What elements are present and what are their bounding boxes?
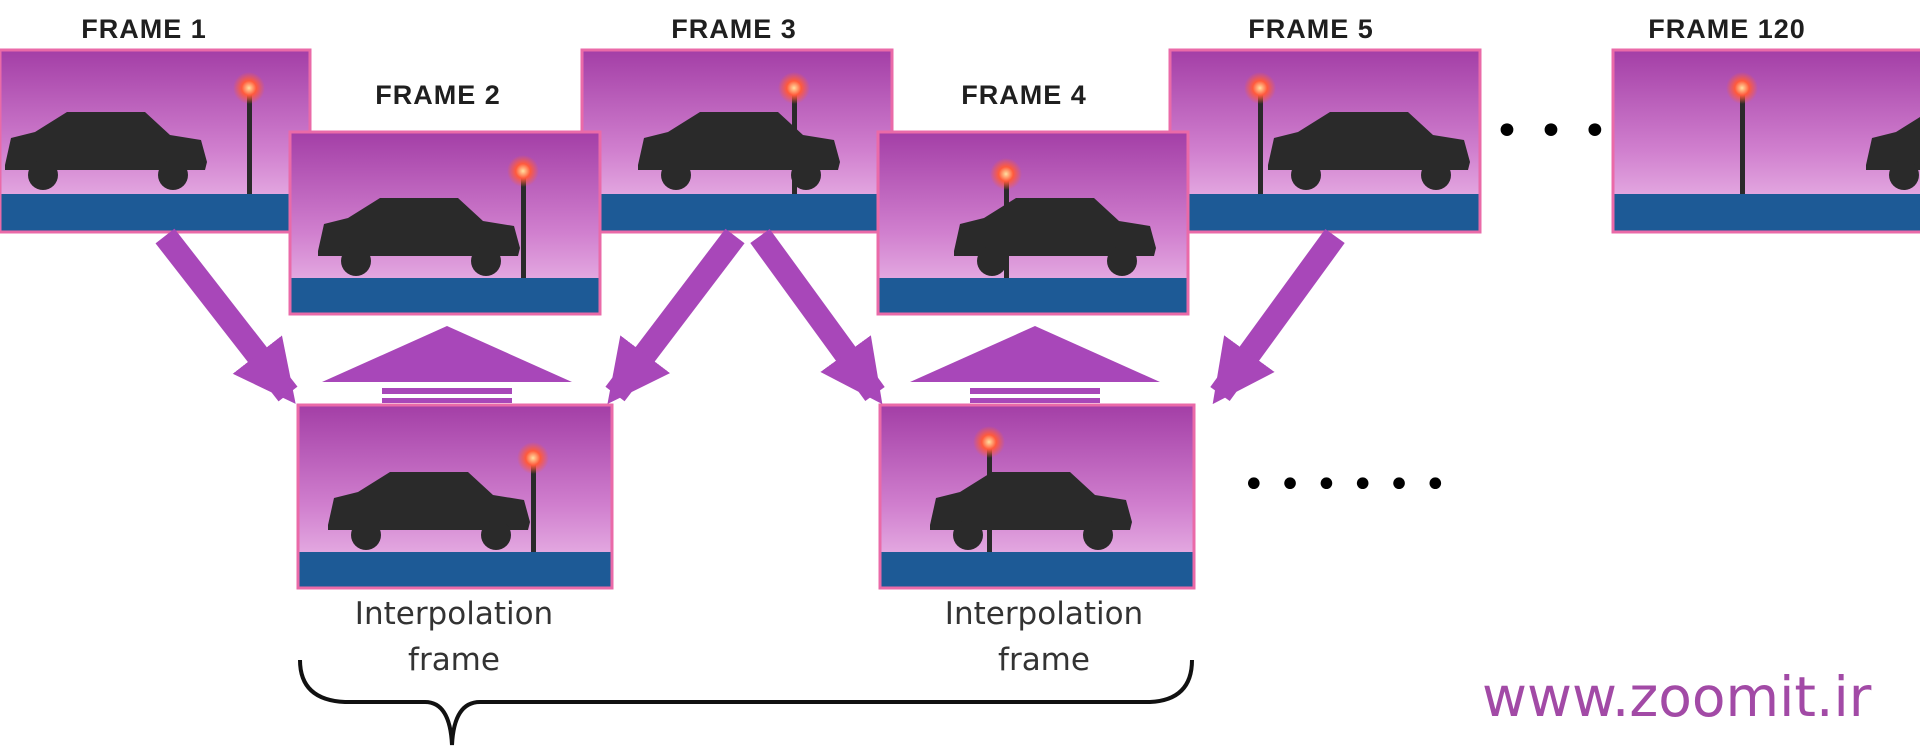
ellipsis-top: • • • (1494, 106, 1610, 157)
arrow-frame5-to-interp2 (1210, 228, 1345, 405)
up-arrow-interp1-to-frame2 (322, 326, 572, 403)
arrows (155, 228, 1345, 405)
interpolation-caption-line1: Interpolation (354, 596, 554, 632)
street-lamp (517, 442, 549, 552)
car-silhouette (954, 198, 1156, 276)
car-silhouette (638, 112, 840, 190)
street-lamp (233, 72, 265, 194)
frame-1-label: FRAME 1 (81, 14, 207, 44)
frame-2-panel (290, 132, 600, 314)
car-silhouette (318, 198, 520, 276)
frame-120-label: FRAME 120 (1648, 14, 1806, 44)
street-lamp (507, 155, 539, 278)
ellipsis-bottom: • • • • • • (1242, 462, 1448, 508)
interpolation-caption-2: Interpolation frame (914, 591, 1174, 683)
interpolation-caption-line1: Interpolation (944, 596, 1144, 632)
frame-120-panel (1613, 50, 1920, 232)
car-silhouette (930, 472, 1132, 550)
car-silhouette (1866, 117, 1920, 190)
interpolation-caption-line2: frame (408, 642, 500, 678)
car-silhouette (5, 112, 207, 190)
grouping-brace (298, 659, 1194, 746)
frame-3-panel (582, 50, 892, 232)
frame-4-label: FRAME 4 (961, 80, 1087, 110)
watermark-url: www.zoomit.ir (1482, 665, 1872, 729)
arrow-frame3-to-interp2 (750, 228, 885, 405)
frame-2-label: FRAME 2 (375, 80, 501, 110)
frame-1-panel (0, 50, 310, 232)
interpolation-frame-1-panel (298, 405, 612, 588)
frame-4-panel (878, 132, 1188, 314)
interpolation-caption-1: Interpolation frame (324, 591, 584, 683)
car-silhouette (328, 472, 530, 550)
frame-3-label: FRAME 3 (671, 14, 797, 44)
arrow-frame3-to-interp1 (605, 228, 745, 404)
frame-5-panel (1170, 50, 1480, 232)
interpolation-frame-2-panel (880, 405, 1194, 588)
frame-5-label: FRAME 5 (1248, 14, 1374, 44)
street-lamp (778, 72, 810, 194)
up-arrow-interp2-to-frame4 (910, 326, 1160, 403)
street-lamp (1726, 72, 1758, 194)
arrow-frame1-to-interp1 (155, 228, 298, 404)
car-silhouette (1268, 112, 1470, 190)
street-lamp (1244, 72, 1276, 194)
interpolation-caption-line2: frame (998, 642, 1090, 678)
